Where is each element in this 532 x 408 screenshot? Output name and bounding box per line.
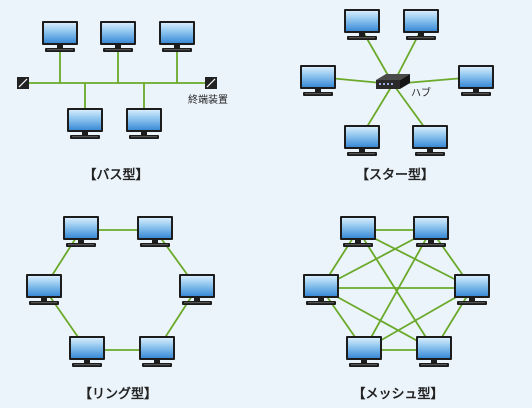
computer-icon [42, 21, 78, 52]
computer-icon [346, 336, 382, 367]
mesh-caption: 【メッシュ型】 [352, 386, 443, 402]
computer-icon [137, 216, 173, 247]
bus-terminator-left [17, 77, 29, 89]
bus-cables [24, 52, 210, 110]
computer-icon [416, 336, 452, 367]
computer-icon [413, 216, 449, 247]
computer-icon [412, 125, 448, 156]
bus-topology: 終端装置 【バス型】 [17, 21, 228, 183]
hub-label: ハブ [411, 86, 431, 99]
computer-icon [344, 9, 380, 40]
computer-icon [139, 336, 175, 367]
computer-icon [67, 108, 103, 139]
mesh-topology: 【メッシュ型】 [303, 216, 490, 402]
bus-terminator-right [205, 77, 217, 89]
computer-icon [159, 21, 195, 52]
hub-icon [376, 74, 410, 89]
computer-icon [340, 216, 376, 247]
terminator-label: 終端装置 [188, 93, 228, 106]
computer-icon [179, 274, 215, 305]
computer-icon [403, 9, 439, 40]
computer-icon [69, 336, 105, 367]
computer-icon [63, 216, 99, 247]
ring-topology: 【リング型】 [26, 216, 215, 402]
computer-icon [100, 21, 136, 52]
star-topology: ハブ 【スター型】 [300, 9, 494, 183]
computer-icon [26, 274, 62, 305]
computer-icon [303, 274, 339, 305]
ring-cables [42, 229, 199, 351]
computer-icon [126, 108, 162, 139]
star-caption: 【スター型】 [356, 167, 434, 183]
computer-icon [458, 65, 494, 96]
mesh-cables [319, 229, 474, 351]
ring-caption: 【リング型】 [79, 386, 157, 402]
computer-icon [344, 125, 380, 156]
computer-icon [300, 65, 336, 96]
bus-caption: 【バス型】 [83, 167, 148, 183]
computer-icon [454, 274, 490, 305]
